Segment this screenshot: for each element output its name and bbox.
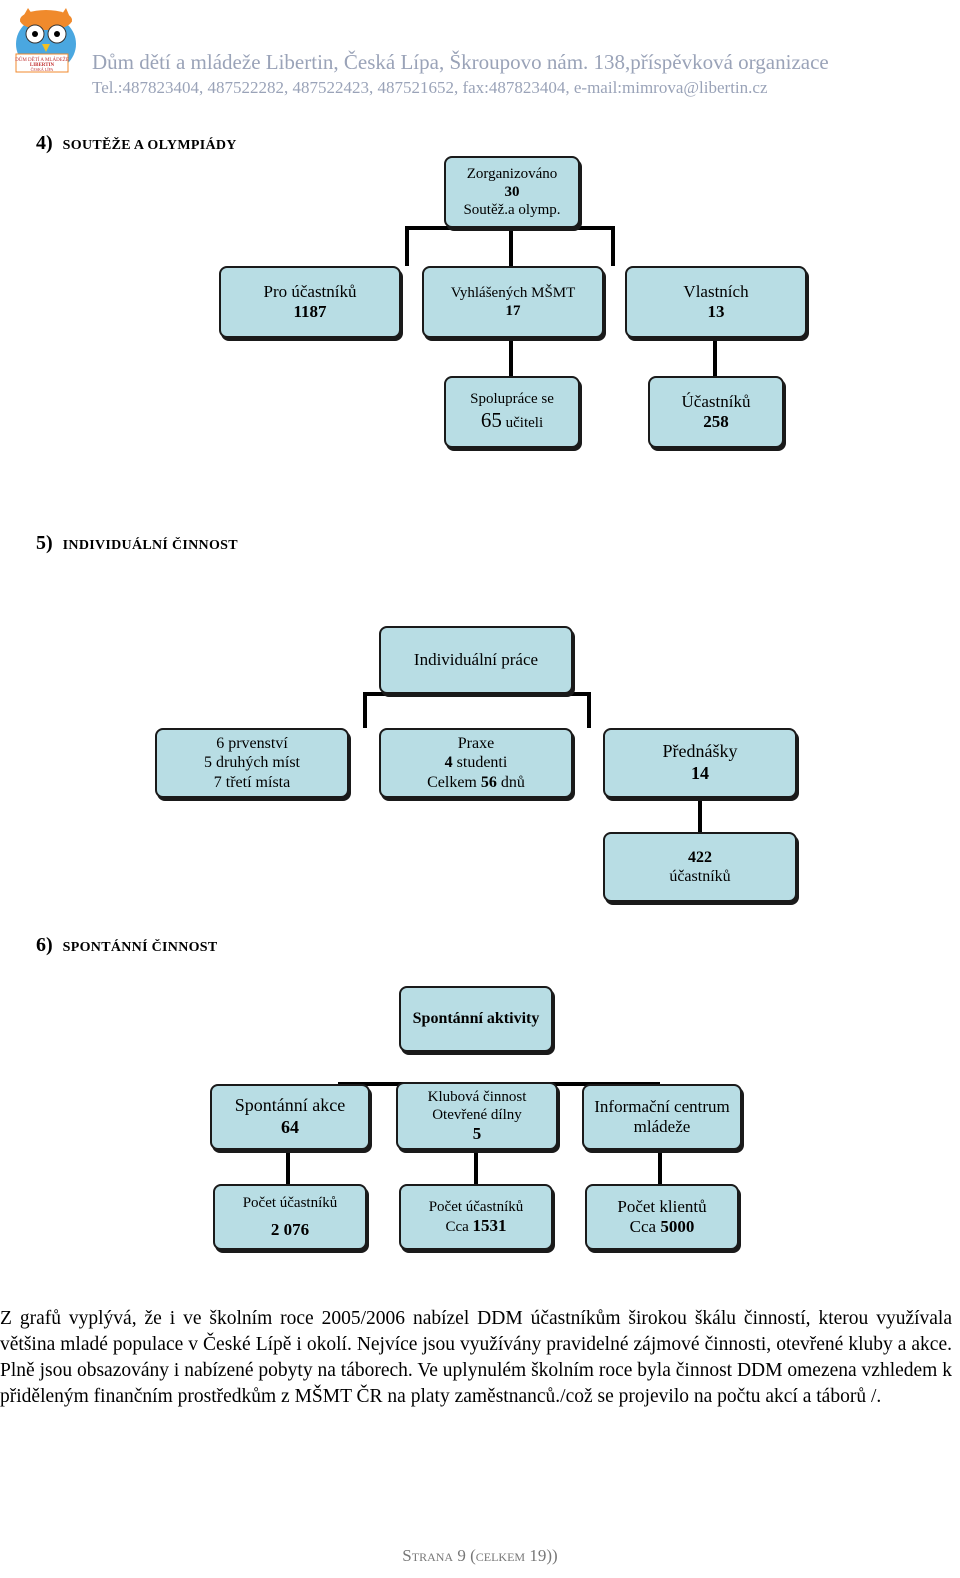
- box-line: učiteli: [505, 415, 544, 432]
- own-competitions-box: Vlastních 13: [625, 266, 807, 338]
- box-value: 14: [691, 763, 709, 783]
- box-line: Spontánní aktivity: [412, 1010, 540, 1028]
- box-line: Celkem: [427, 773, 481, 791]
- box-line: Informační centrum: [594, 1096, 730, 1116]
- footer-total-label: celkem: [475, 1546, 526, 1565]
- summary-paragraph: Z grafů vyplývá, že i ve školním roce 20…: [0, 1308, 952, 1407]
- section-number: 5): [36, 532, 53, 554]
- box-line: mládeže: [633, 1117, 691, 1136]
- box-line: Počet účastníků: [242, 1194, 338, 1211]
- section-number: 4): [36, 132, 53, 154]
- box-line: Praxe: [457, 735, 495, 753]
- box-value: 1531: [472, 1215, 507, 1235]
- box-value: 258: [703, 412, 729, 431]
- box-value: 5000: [660, 1217, 695, 1236]
- footer-total-number: 19: [529, 1546, 547, 1565]
- box-value: 65: [480, 408, 502, 433]
- box-value: 2 076: [270, 1219, 310, 1239]
- practice-box: Praxe 4 studenti Celkem 56 dnů: [379, 728, 573, 798]
- footer-page-label: Strana: [402, 1546, 454, 1565]
- box-line: Účastníků: [681, 391, 751, 411]
- section-5-heading: 5) INDIVIDUÁLNÍ ČINNOST: [36, 532, 238, 555]
- box-value: 56: [480, 773, 497, 791]
- box-value: 30: [504, 184, 520, 200]
- box-line: Vyhlášených MŠMT: [450, 285, 576, 301]
- box-line: 7 třetí místa: [213, 773, 291, 791]
- box-line: Cca: [445, 1218, 473, 1235]
- box-line: Zorganizováno: [466, 166, 558, 182]
- box-line: 6 prvenství: [216, 735, 288, 753]
- box-value: 13: [707, 302, 725, 321]
- logo-text-3: ČESKÁ LÍPA: [31, 67, 54, 72]
- box-value: 17: [505, 303, 521, 319]
- box-line: Počet klientů: [617, 1196, 707, 1216]
- clients-count-box: Počet klientů Cca 5000: [585, 1184, 739, 1250]
- placements-box: 6 prvenství 5 druhých míst 7 třetí místa: [155, 728, 349, 798]
- box-line: 4 studenti: [445, 753, 508, 772]
- section-title: SOUTĚŽE A OLYMPIÁDY: [62, 138, 237, 153]
- box-line: Pro účastníků: [263, 281, 357, 301]
- box-line: Spolupráce se: [470, 391, 554, 408]
- box-line: Počet účastníků: [428, 1198, 524, 1215]
- section-title: SPONTÁNNÍ ČINNOST: [62, 940, 218, 955]
- participants-box: Pro účastníků 1187: [219, 266, 401, 338]
- page-footer: Strana 9 (celkem 19)): [402, 1546, 558, 1565]
- section-4-heading: 4) SOUTĚŽE A OLYMPIÁDY: [36, 132, 237, 155]
- box-line: Vlastních: [683, 281, 749, 301]
- box-line: Celkem 56 dnů: [427, 773, 525, 792]
- logo-text-2: LIBERTIN: [30, 63, 55, 68]
- competition-participants-box: Účastníků 258: [648, 376, 784, 448]
- participants-count-box: Počet účastníků 2 076: [213, 1184, 367, 1250]
- youth-info-centre-box: Informační centrum mládeže: [582, 1084, 742, 1150]
- box-line: Individuální práce: [413, 649, 539, 669]
- club-activity-box: Klubová činnost Otevřené dílny 5: [396, 1082, 558, 1150]
- box-line: Spontánní akce: [234, 1095, 346, 1116]
- box-value: 1187: [293, 302, 327, 321]
- box-value: 64: [281, 1117, 299, 1137]
- box-line: Cca 5000: [630, 1217, 695, 1237]
- competitions-total-box: Zorganizováno 30 Soutěž.a olymp.: [444, 156, 580, 228]
- box-line: studenti: [452, 754, 508, 772]
- box-value: 5: [472, 1123, 482, 1143]
- msmt-competitions-box: Vyhlášených MŠMT 17: [422, 266, 604, 338]
- individual-work-box: Individuální práce: [379, 626, 573, 694]
- logo-text-1: DŮM DĚTÍ A MLÁDEŽE: [15, 57, 69, 63]
- box-line: Soutěž.a olymp.: [463, 202, 561, 218]
- box-line: dnů: [496, 773, 525, 791]
- teachers-cooperation-box: Spolupráce se 65 učiteli: [444, 376, 580, 448]
- box-line: Otevřené dílny: [432, 1106, 522, 1123]
- footer-close: )): [546, 1546, 558, 1565]
- section-title: INDIVIDUÁLNÍ ČINNOST: [62, 538, 238, 553]
- lecture-participants-box: 422 účastníků: [603, 832, 797, 902]
- box-line: účastníků: [669, 868, 731, 885]
- box-value: 422: [688, 848, 712, 866]
- box-line: 5 druhých míst: [204, 754, 300, 772]
- box-value: 4: [444, 754, 453, 772]
- box-line: Klubová činnost: [427, 1088, 527, 1105]
- header-organization: Dům dětí a mládeže Libertin, Česká Lípa,…: [92, 50, 829, 74]
- lectures-box: Přednášky 14: [603, 728, 797, 798]
- box-line: Cca: [629, 1217, 661, 1236]
- owl-logo-icon: DŮM DĚTÍ A MLÁDEŽE LIBERTIN ČESKÁ LÍPA: [15, 8, 76, 73]
- box-line: 65 učiteli: [481, 408, 543, 433]
- box-line: Cca 1531: [445, 1216, 506, 1236]
- club-participants-box: Počet účastníků Cca 1531: [399, 1184, 553, 1250]
- section-6-heading: 6) SPONTÁNNÍ ČINNOST: [36, 934, 218, 957]
- section-number: 6): [36, 934, 53, 956]
- footer-page-number: 9: [457, 1546, 466, 1565]
- header-contacts: Tel.:487823404, 487522282, 487522423, 48…: [92, 78, 768, 97]
- box-line: Přednášky: [662, 741, 738, 762]
- spontaneous-events-box: Spontánní akce 64: [210, 1084, 370, 1150]
- spontaneous-activities-box: Spontánní aktivity: [399, 986, 553, 1052]
